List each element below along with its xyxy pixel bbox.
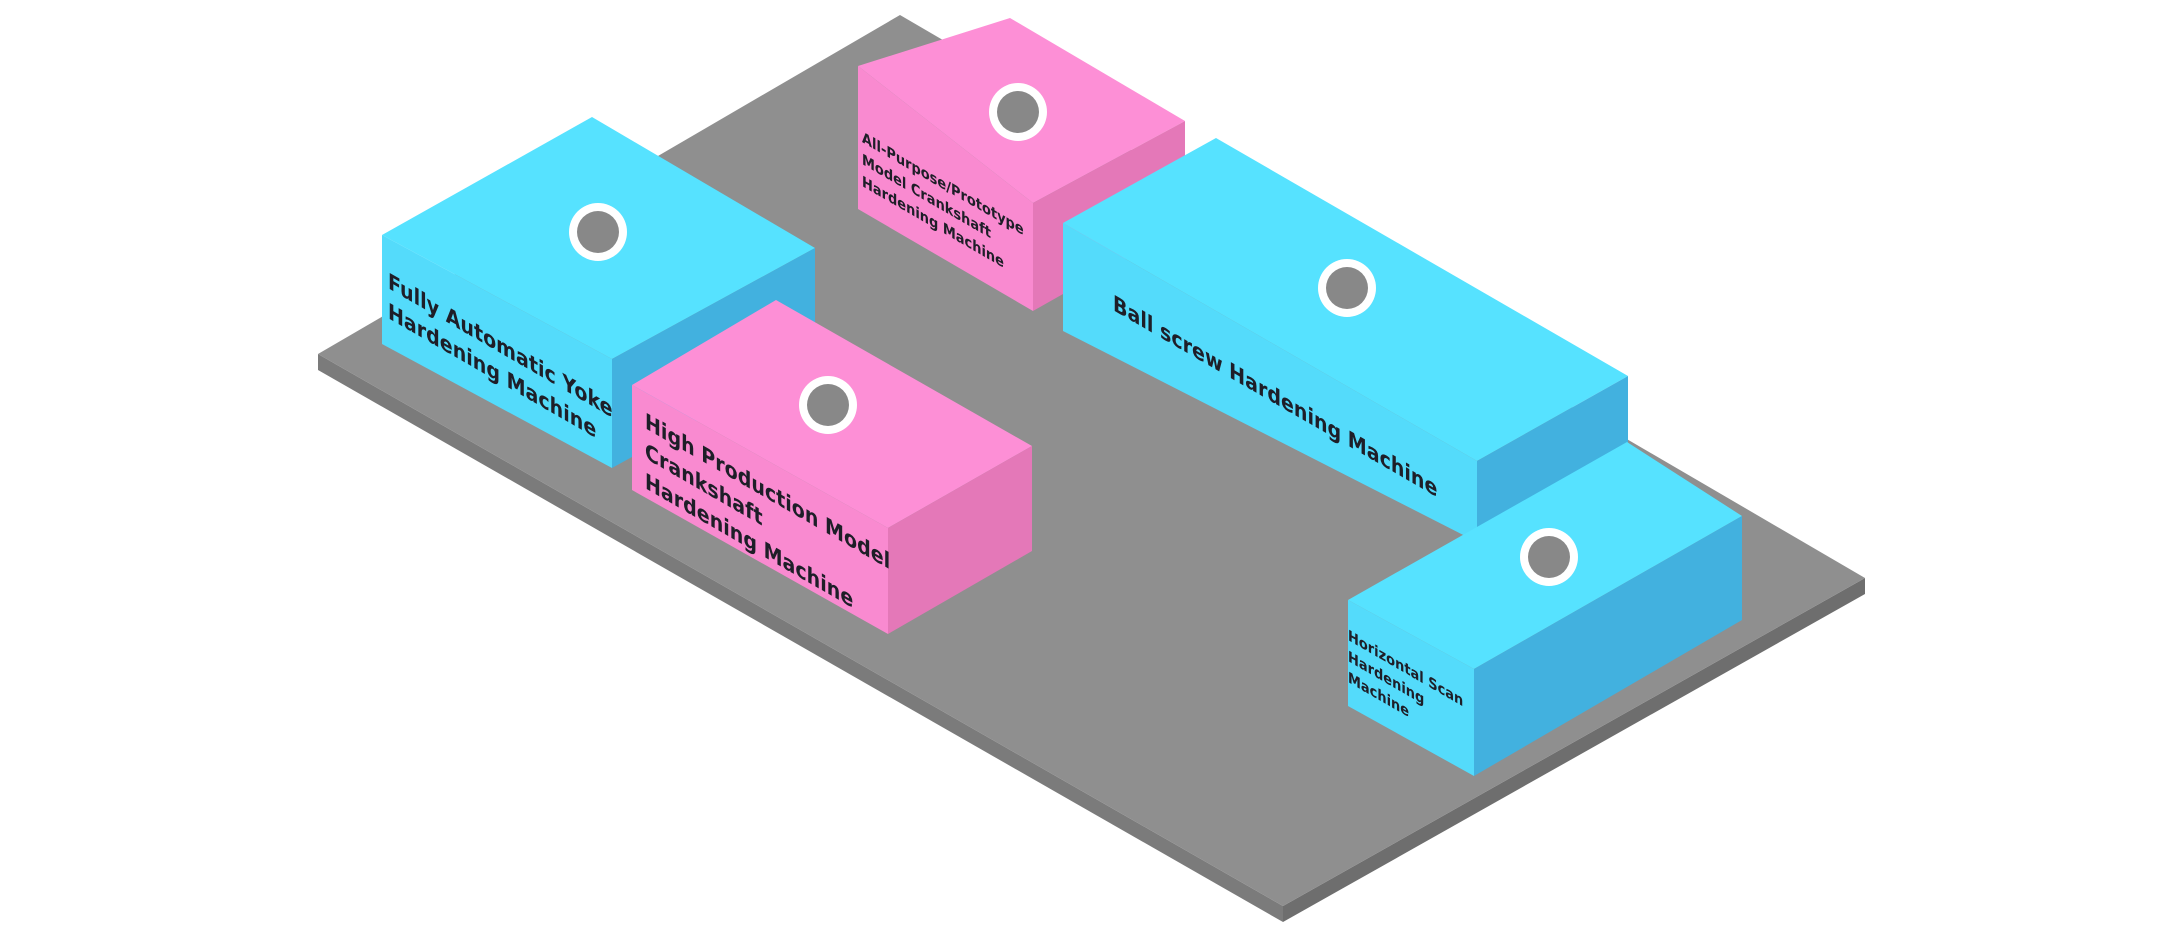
marker-icon — [569, 203, 627, 261]
floor-front-edge — [318, 354, 1283, 922]
marker-icon — [1520, 528, 1578, 586]
marker-icon — [799, 376, 857, 434]
marker-icon — [989, 83, 1047, 141]
machine-front-face — [632, 385, 888, 634]
machine-front-face — [1348, 600, 1474, 776]
machine-high-production-crankshaft[interactable]: High Production Model Crankshaft Hardeni… — [632, 300, 1032, 639]
machine-front-face — [858, 66, 1033, 311]
machine-side-face — [888, 446, 1032, 634]
floor-side-edge — [1283, 578, 1865, 922]
machine-horizontal-scan[interactable]: Horizontal Scan Hardening Machine — [1348, 442, 1742, 776]
machine-front-face — [382, 235, 612, 468]
machine-front-face — [1063, 223, 1477, 542]
machine-side-face — [1474, 516, 1742, 776]
machine-side-face — [1477, 376, 1628, 542]
marker-icon — [1318, 259, 1376, 317]
